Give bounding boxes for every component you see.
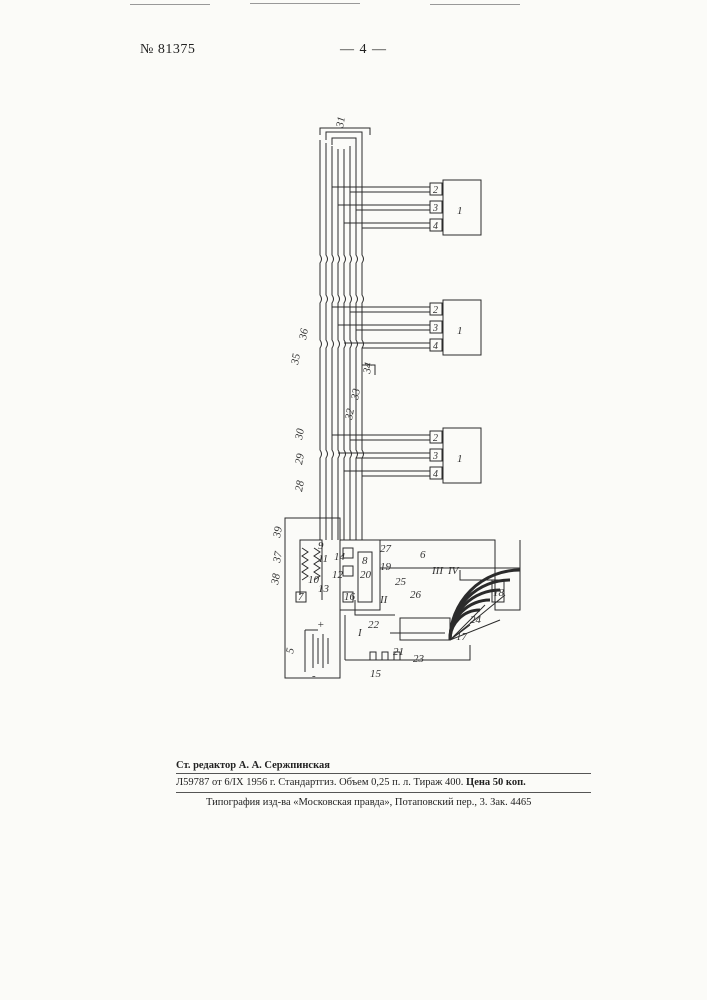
label-IV: IV bbox=[447, 565, 460, 577]
label-III: III bbox=[431, 565, 444, 577]
bus-wire bbox=[326, 143, 328, 540]
bus-wire bbox=[362, 140, 364, 540]
label-14: 14 bbox=[334, 551, 346, 563]
label-27: 27 bbox=[380, 543, 392, 555]
label-21: 21 bbox=[393, 646, 404, 658]
imprint-main: Л59787 от 6/IX 1956 г. Стандартгиз. Объе… bbox=[176, 777, 463, 788]
label-19: 19 bbox=[380, 561, 392, 573]
unit-number: 1 bbox=[457, 325, 463, 337]
footer-rule bbox=[176, 773, 591, 774]
bus-wire bbox=[338, 149, 340, 540]
label-35: 35 bbox=[289, 352, 303, 366]
label-22: 22 bbox=[368, 619, 380, 631]
label-38: 38 bbox=[269, 572, 283, 586]
unit-number: 1 bbox=[457, 205, 463, 217]
label-5: 5 bbox=[284, 647, 297, 655]
label-30: 30 bbox=[293, 427, 307, 441]
label-32: 32 bbox=[343, 407, 357, 421]
label-16: 16 bbox=[344, 591, 356, 603]
label-20: 20 bbox=[360, 569, 372, 581]
unit-contact-number: 3 bbox=[432, 323, 438, 334]
unit-contact-number: 4 bbox=[433, 221, 438, 232]
printer-credit: Типография изд-ва «Московская правда», П… bbox=[206, 797, 531, 808]
bus-loop bbox=[326, 132, 362, 140]
unit-contact-number: 2 bbox=[433, 433, 438, 444]
footer-rule bbox=[176, 792, 591, 793]
unit-taps bbox=[332, 187, 430, 476]
label-28: 28 bbox=[293, 479, 307, 492]
bus-wire bbox=[356, 143, 358, 540]
unit-contact-number: 3 bbox=[432, 451, 438, 462]
label-11: 11 bbox=[318, 553, 328, 565]
label-23: 23 bbox=[413, 653, 425, 665]
bus-loop bbox=[332, 138, 356, 145]
label-36: 36 bbox=[297, 327, 311, 341]
label-37: 37 bbox=[271, 550, 285, 564]
unit-contact-number: 2 bbox=[433, 185, 438, 196]
editor-credit: Ст. редактор А. А. Сержпинская bbox=[176, 760, 330, 771]
label-bus: 31 bbox=[334, 116, 348, 130]
label-24: 24 bbox=[470, 614, 482, 626]
unit-contact-number: 3 bbox=[432, 203, 438, 214]
label-17: 17 bbox=[456, 631, 468, 643]
label-7: 7 bbox=[298, 591, 304, 603]
unit-contact-number: 4 bbox=[433, 341, 438, 352]
bus-wire bbox=[320, 140, 322, 540]
unit-contact-number: 4 bbox=[433, 469, 438, 480]
unit-number: 1 bbox=[457, 453, 463, 465]
label-25: 25 bbox=[395, 576, 407, 588]
label-34: 34 bbox=[361, 361, 375, 375]
label-29: 29 bbox=[293, 452, 307, 465]
label-6: 6 bbox=[420, 549, 426, 561]
imprint-line: Л59787 от 6/IX 1956 г. Стандартгиз. Объе… bbox=[176, 777, 526, 788]
bus-wires bbox=[320, 132, 364, 540]
label-13: 13 bbox=[318, 583, 330, 595]
label-I: I bbox=[357, 627, 363, 639]
label-39: 39 bbox=[271, 525, 285, 539]
label-8: 8 bbox=[362, 555, 368, 567]
label-9: 9 bbox=[318, 540, 324, 552]
label-plus: + bbox=[317, 619, 324, 631]
imprint-price: Цена 50 коп. bbox=[466, 777, 526, 788]
unit-contact-number: 2 bbox=[433, 305, 438, 316]
battery bbox=[305, 630, 328, 672]
label-18: 18 bbox=[493, 587, 505, 599]
label-12: 12 bbox=[332, 569, 344, 581]
label-minus: - bbox=[312, 670, 316, 682]
bus-wire bbox=[344, 149, 346, 540]
label-33: 33 bbox=[349, 387, 363, 401]
bus-wire bbox=[332, 146, 334, 540]
label-26: 26 bbox=[410, 589, 422, 601]
label-II: II bbox=[379, 594, 389, 606]
label-15: 15 bbox=[370, 668, 382, 680]
